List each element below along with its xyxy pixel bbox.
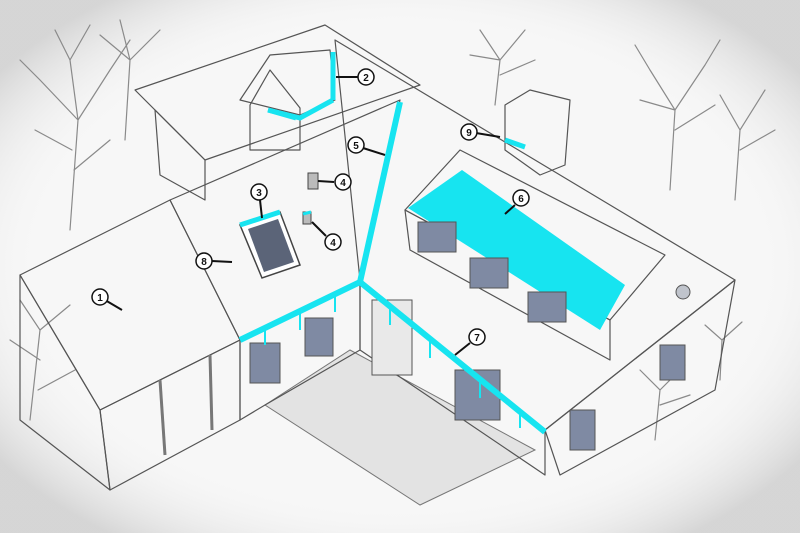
- callout-3-number: 3: [256, 188, 262, 199]
- callout-2-number: 2: [363, 73, 369, 84]
- callout-4a-number: 4: [340, 178, 346, 189]
- porch-post-2: [210, 355, 212, 430]
- callout-9-number: 9: [466, 128, 472, 139]
- callout-4b-number: 4: [330, 238, 336, 249]
- vent-pipe-1: [308, 173, 318, 189]
- window-center-1: [250, 343, 280, 383]
- window-dormer-2: [470, 258, 508, 288]
- window-center-2: [305, 318, 333, 356]
- window-gable-1: [570, 410, 595, 450]
- callout-1-number: 1: [97, 293, 103, 304]
- callout-7-number: 7: [474, 333, 480, 344]
- callout-5-number: 5: [353, 141, 359, 152]
- window-gable-2: [660, 345, 685, 380]
- gable-vent: [676, 285, 690, 299]
- window-dormer-1: [418, 222, 456, 252]
- callout-6-number: 6: [518, 194, 524, 205]
- callout-8-number: 8: [201, 257, 207, 268]
- window-dormer-3: [528, 292, 566, 322]
- highlight-vent: [303, 212, 311, 214]
